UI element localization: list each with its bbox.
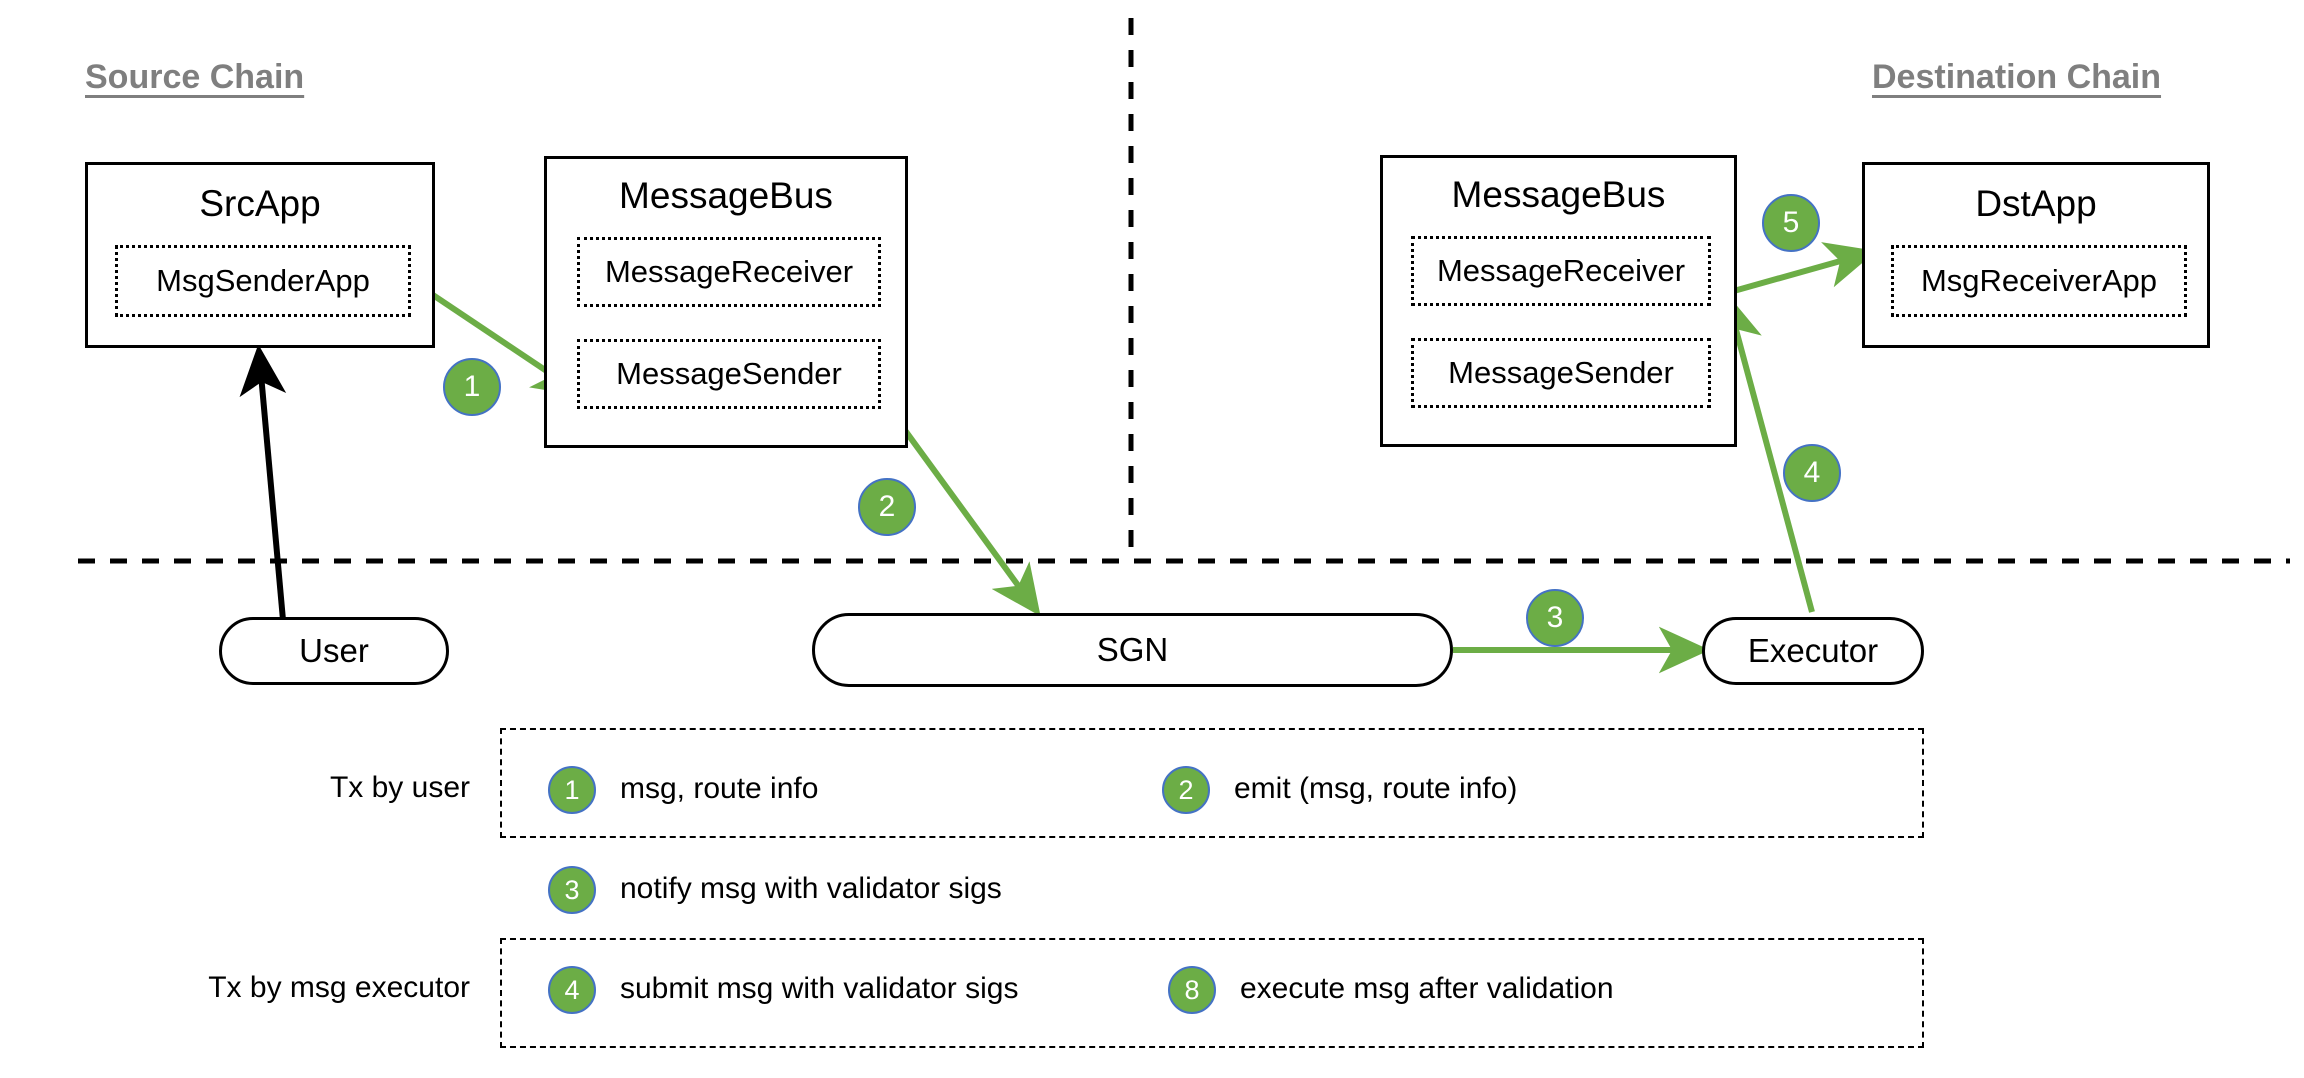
- dst-message-bus-box[interactable]: MessageBus MessageReceiver MessageSender: [1380, 155, 1737, 447]
- dst-message-receiver-box[interactable]: MessageReceiver: [1411, 236, 1711, 306]
- legend-text-2: emit (msg, route info): [1234, 772, 1518, 805]
- arrow-user-to-srcapp: [239, 344, 287, 621]
- src-app-box[interactable]: SrcApp MsgSenderApp: [85, 162, 435, 348]
- user-node[interactable]: User: [219, 617, 449, 685]
- source-chain-title: Source Chain: [85, 58, 305, 96]
- destination-chain-title: Destination Chain: [1872, 58, 2162, 96]
- dst-app-title: DstApp: [1975, 183, 2097, 224]
- arrow-5-execute-msg: [1715, 242, 1877, 299]
- legend-text-3: notify msg with validator sigs: [620, 872, 1002, 905]
- src-message-receiver-box[interactable]: MessageReceiver: [577, 237, 881, 307]
- msg-receiver-app-box[interactable]: MsgReceiverApp: [1891, 245, 2187, 317]
- legend-box-tx-by-user: [500, 728, 1924, 838]
- legend-badge-1: 1: [548, 766, 596, 814]
- src-message-sender-box[interactable]: MessageSender: [577, 339, 881, 409]
- flow-badge-5[interactable]: 5: [1762, 194, 1820, 252]
- dst-message-sender-box[interactable]: MessageSender: [1411, 338, 1711, 408]
- legend-text-4: submit msg with validator sigs: [620, 972, 1019, 1005]
- legend-badge-8: 8: [1168, 966, 1216, 1014]
- flow-badge-3[interactable]: 3: [1526, 589, 1584, 647]
- legend-text-1: msg, route info: [620, 772, 819, 805]
- legend-label-tx-by-user: Tx by user: [329, 771, 470, 804]
- legend-badge-2: 2: [1162, 766, 1210, 814]
- sgn-node[interactable]: SGN: [812, 613, 1453, 687]
- src-message-bus-title: MessageBus: [619, 175, 833, 216]
- legend-box-tx-by-msg-executor: [500, 938, 1924, 1048]
- flow-badge-1[interactable]: 1: [443, 358, 501, 416]
- legend-badge-4: 4: [548, 966, 596, 1014]
- executor-node[interactable]: Executor: [1702, 617, 1924, 685]
- src-app-title: SrcApp: [199, 183, 321, 224]
- msg-sender-app-box[interactable]: MsgSenderApp: [115, 245, 411, 317]
- src-message-bus-box[interactable]: MessageBus MessageReceiver MessageSender: [544, 156, 908, 448]
- legend-badge-3: 3: [548, 866, 596, 914]
- flow-badge-2[interactable]: 2: [858, 478, 916, 536]
- flow-badge-4[interactable]: 4: [1783, 444, 1841, 502]
- dst-message-bus-title: MessageBus: [1451, 174, 1666, 215]
- legend-label-tx-by-msg-executor: Tx by msg executor: [208, 971, 470, 1004]
- dst-app-box[interactable]: DstApp MsgReceiverApp: [1862, 162, 2210, 348]
- legend-text-8: execute msg after validation: [1240, 972, 1614, 1005]
